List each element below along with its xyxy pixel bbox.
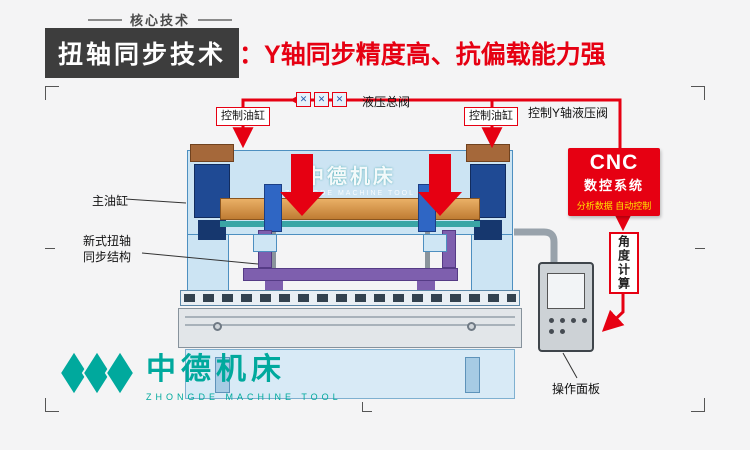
title-box: 扭轴同步技术: [45, 28, 240, 78]
core-tech-tag: 核心技术: [88, 10, 233, 29]
label-control-cylinder-right: 控制油缸: [464, 107, 518, 126]
ram-edge-strip: [220, 221, 480, 227]
brand-name: 中德机床: [146, 353, 286, 386]
label-torsion-line2: 同步结构: [82, 250, 131, 264]
label-control-cylinder-left: 控制油缸: [216, 107, 270, 126]
torsion-bracket-left: [265, 281, 283, 290]
watermark-tagline: ZHONGDE MACHINE TOOL: [285, 190, 415, 197]
press-force-arrowhead-left: [280, 192, 324, 216]
panel-button: [549, 329, 554, 334]
guide-block-right: [423, 234, 447, 252]
apron-slot-left: [215, 357, 230, 393]
cnc-system-box: CNC 数控系统 分析数据 自动控制: [568, 148, 660, 216]
press-force-arrowhead-right: [418, 192, 462, 216]
brand-logo-mark-icon: [60, 351, 134, 395]
watermark-name: 中德机床: [304, 166, 396, 188]
press-brake-illustration: 中德机床 ZHONGDE MACHINE TOOL: [165, 140, 535, 404]
main-cylinder-base-right: [474, 220, 502, 240]
label-main-cylinder: 主油缸: [92, 194, 129, 208]
brand-logo: 中德机床 ZHONGDE MACHINE TOOL: [60, 344, 342, 402]
angle-to-panel-line: [601, 294, 625, 332]
crop-mark-left-middle: [45, 248, 55, 249]
cnc-description: 分析数据 自动控制: [576, 201, 652, 211]
crop-mark-top-left: [45, 86, 59, 100]
panel-button: [560, 329, 565, 334]
press-force-arrow-right: [429, 154, 451, 192]
press-force-arrow-left: [291, 154, 313, 192]
crop-mark-bottom-left: [45, 398, 59, 412]
bed-bolt-left: [213, 322, 222, 331]
label-operation-panel: 操作面板: [552, 382, 601, 396]
label-hydraulic-main-valve: 液压总阀: [362, 95, 411, 109]
bed-bolt-right: [467, 322, 476, 331]
torsion-shaft-bar: [243, 268, 458, 281]
angle-calculation-label: 角度计算: [616, 235, 631, 291]
hydraulic-valve-icon: ✕: [314, 92, 329, 107]
title-subtitle: ：Y轴同步精度高、抗偏载能力强: [239, 41, 606, 69]
angle-calculation-box: 角度计算: [609, 232, 639, 294]
tag-label: 核心技术: [130, 13, 191, 28]
brand-tagline: ZHONGDE MACHINE TOOL: [146, 392, 342, 402]
clamp-teeth-pattern: [184, 294, 516, 302]
main-cylinder-cap-left: [190, 144, 234, 162]
machine-bed: [178, 308, 522, 348]
bed-groove-top: [185, 316, 515, 318]
panel-screen: [547, 273, 585, 309]
crop-mark-bottom-center: [362, 402, 372, 412]
panel-button: [582, 318, 587, 323]
leader-operation-panel: [562, 352, 578, 379]
torsion-bracket-right: [417, 281, 435, 290]
panel-button: [549, 318, 554, 323]
label-torsion-line1: 新式扭轴: [82, 234, 131, 248]
crop-mark-top-right: [691, 86, 705, 100]
hydraulic-valve-icon: ✕: [332, 92, 347, 107]
tag-line-right: [198, 18, 233, 21]
main-cylinder-cap-right: [466, 144, 510, 162]
hydraulic-valve-icon: ✕: [296, 92, 311, 107]
main-cylinder-base-left: [198, 220, 226, 240]
cnc-title: CNC: [589, 151, 639, 174]
machine-watermark: 中德机床 ZHONGDE MACHINE TOOL: [265, 160, 435, 197]
clamp-tooth-bar: [180, 290, 520, 306]
apron-slot-right: [465, 357, 480, 393]
label-control-y-axis-valve: 控制Y轴液压阀: [528, 106, 609, 120]
operation-panel: [538, 262, 594, 352]
panel-buttons: [549, 318, 587, 334]
panel-button: [571, 318, 576, 323]
crop-mark-right-middle: [695, 248, 705, 249]
tag-line-left: [88, 18, 122, 21]
cnc-subtitle: 数控系统: [583, 178, 644, 193]
page-title: 扭轴同步技术 ：Y轴同步精度高、抗偏载能力强: [45, 28, 606, 78]
main-cylinder-left: [194, 164, 230, 218]
bed-groove-bottom: [185, 324, 515, 326]
crop-mark-bottom-right: [691, 398, 705, 412]
label-torsion-structure: 新式扭轴 同步结构: [72, 233, 142, 265]
hydraulic-valve-group: ✕ ✕ ✕: [296, 92, 347, 107]
guide-block-left: [253, 234, 277, 252]
machine-apron: [185, 349, 515, 399]
panel-button: [560, 318, 565, 323]
brand-logo-text: 中德机床 ZHONGDE MACHINE TOOL: [146, 344, 342, 402]
